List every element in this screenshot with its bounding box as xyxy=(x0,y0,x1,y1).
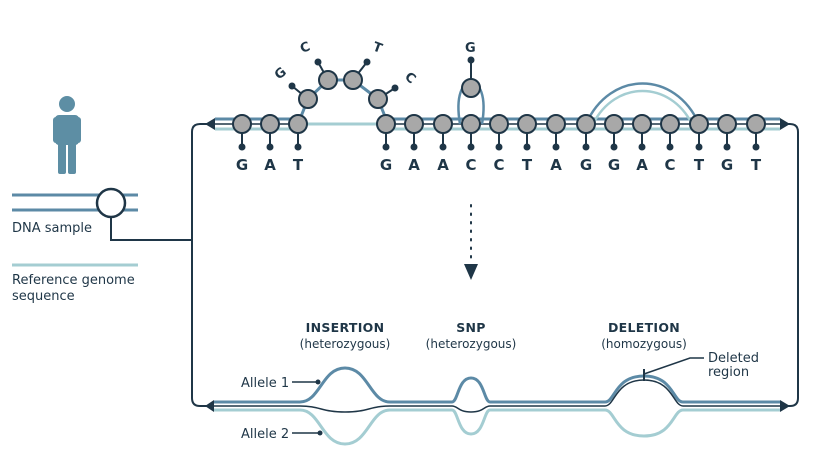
snp-subtitle: (heterozygous) xyxy=(426,337,517,351)
base-node xyxy=(517,114,537,134)
base-node xyxy=(404,114,424,134)
base-letter: G xyxy=(236,156,248,174)
base-letter: C xyxy=(493,156,504,174)
base-stem-dot xyxy=(552,143,560,151)
inserted-base-1: G xyxy=(272,65,290,83)
base-stem-dot xyxy=(439,143,447,151)
base-node xyxy=(288,114,308,134)
base-node xyxy=(689,114,709,134)
base-stem-dot xyxy=(495,143,503,151)
base-letter: G xyxy=(380,156,392,174)
dna-sample-strands xyxy=(12,187,192,241)
base-node xyxy=(717,114,737,134)
base-stem-dot xyxy=(695,143,703,151)
insertion-title: INSERTION xyxy=(306,320,385,335)
base-letter: A xyxy=(636,156,648,174)
base-node xyxy=(546,114,566,134)
base-stem-dot xyxy=(238,143,246,151)
base-letter: A xyxy=(550,156,562,174)
deletion-subtitle: (homozygous) xyxy=(601,337,687,351)
base-stem-dot xyxy=(638,143,646,151)
base-letter: A xyxy=(264,156,276,174)
outer-frame xyxy=(191,123,799,407)
base-node xyxy=(376,114,396,134)
base-node xyxy=(433,114,453,134)
base-stem-dot xyxy=(266,143,274,151)
base-letter: C xyxy=(664,156,675,174)
base-node xyxy=(746,114,766,134)
allele2-label: Allele 2 xyxy=(241,427,289,442)
base-stem-dot xyxy=(723,143,731,151)
base-stem-dot xyxy=(467,143,475,151)
snp-title: SNP xyxy=(456,320,486,335)
base-letter: C xyxy=(465,156,476,174)
dna-sample-label: DNA sample xyxy=(12,221,92,236)
inserted-base-4: C xyxy=(401,70,418,88)
base-node xyxy=(232,114,252,134)
deletion-arc xyxy=(584,82,701,125)
base-stem-dot xyxy=(523,143,531,151)
snp-loop: G xyxy=(457,41,485,125)
deletion-title: DELETION xyxy=(608,320,680,335)
base-letter: A xyxy=(408,156,420,174)
base-letter: G xyxy=(580,156,592,174)
base-stem-dot xyxy=(610,143,618,151)
reference-genome-label: Reference genome xyxy=(12,273,135,288)
base-node xyxy=(604,114,624,134)
reference-genome-label-2: sequence xyxy=(12,289,75,304)
base-stem-dot xyxy=(582,143,590,151)
insertion-subtitle: (heterozygous) xyxy=(300,337,391,351)
base-node xyxy=(489,114,509,134)
base-node xyxy=(260,114,280,134)
base-letter: T xyxy=(694,156,705,174)
deleted-region-label: Deleted xyxy=(708,351,759,366)
snp-alt-base: G xyxy=(465,41,476,56)
base-stem-dot xyxy=(666,143,674,151)
insertion-loop: G C T C xyxy=(272,39,418,125)
person-icon xyxy=(53,96,81,174)
base-stem-dot xyxy=(294,143,302,151)
base-stem-dot xyxy=(410,143,418,151)
base-node xyxy=(632,114,652,134)
down-arrow-icon xyxy=(464,204,478,280)
base-node xyxy=(660,114,680,134)
base-letter: G xyxy=(608,156,620,174)
base-letter: T xyxy=(293,156,304,174)
base-node xyxy=(461,114,481,134)
inserted-base-2: C xyxy=(298,39,312,56)
base-stem-dot xyxy=(752,143,760,151)
base-letter: G xyxy=(721,156,733,174)
base-node xyxy=(576,114,596,134)
base-stem-dot xyxy=(382,143,390,151)
base-letter: A xyxy=(437,156,449,174)
inserted-base-3: T xyxy=(371,40,385,57)
base-letter: T xyxy=(751,156,762,174)
deleted-region-label-2: region xyxy=(708,365,749,380)
base-letter: T xyxy=(522,156,533,174)
allele1-label: Allele 1 xyxy=(241,376,289,391)
magnifier-circle xyxy=(95,187,127,219)
